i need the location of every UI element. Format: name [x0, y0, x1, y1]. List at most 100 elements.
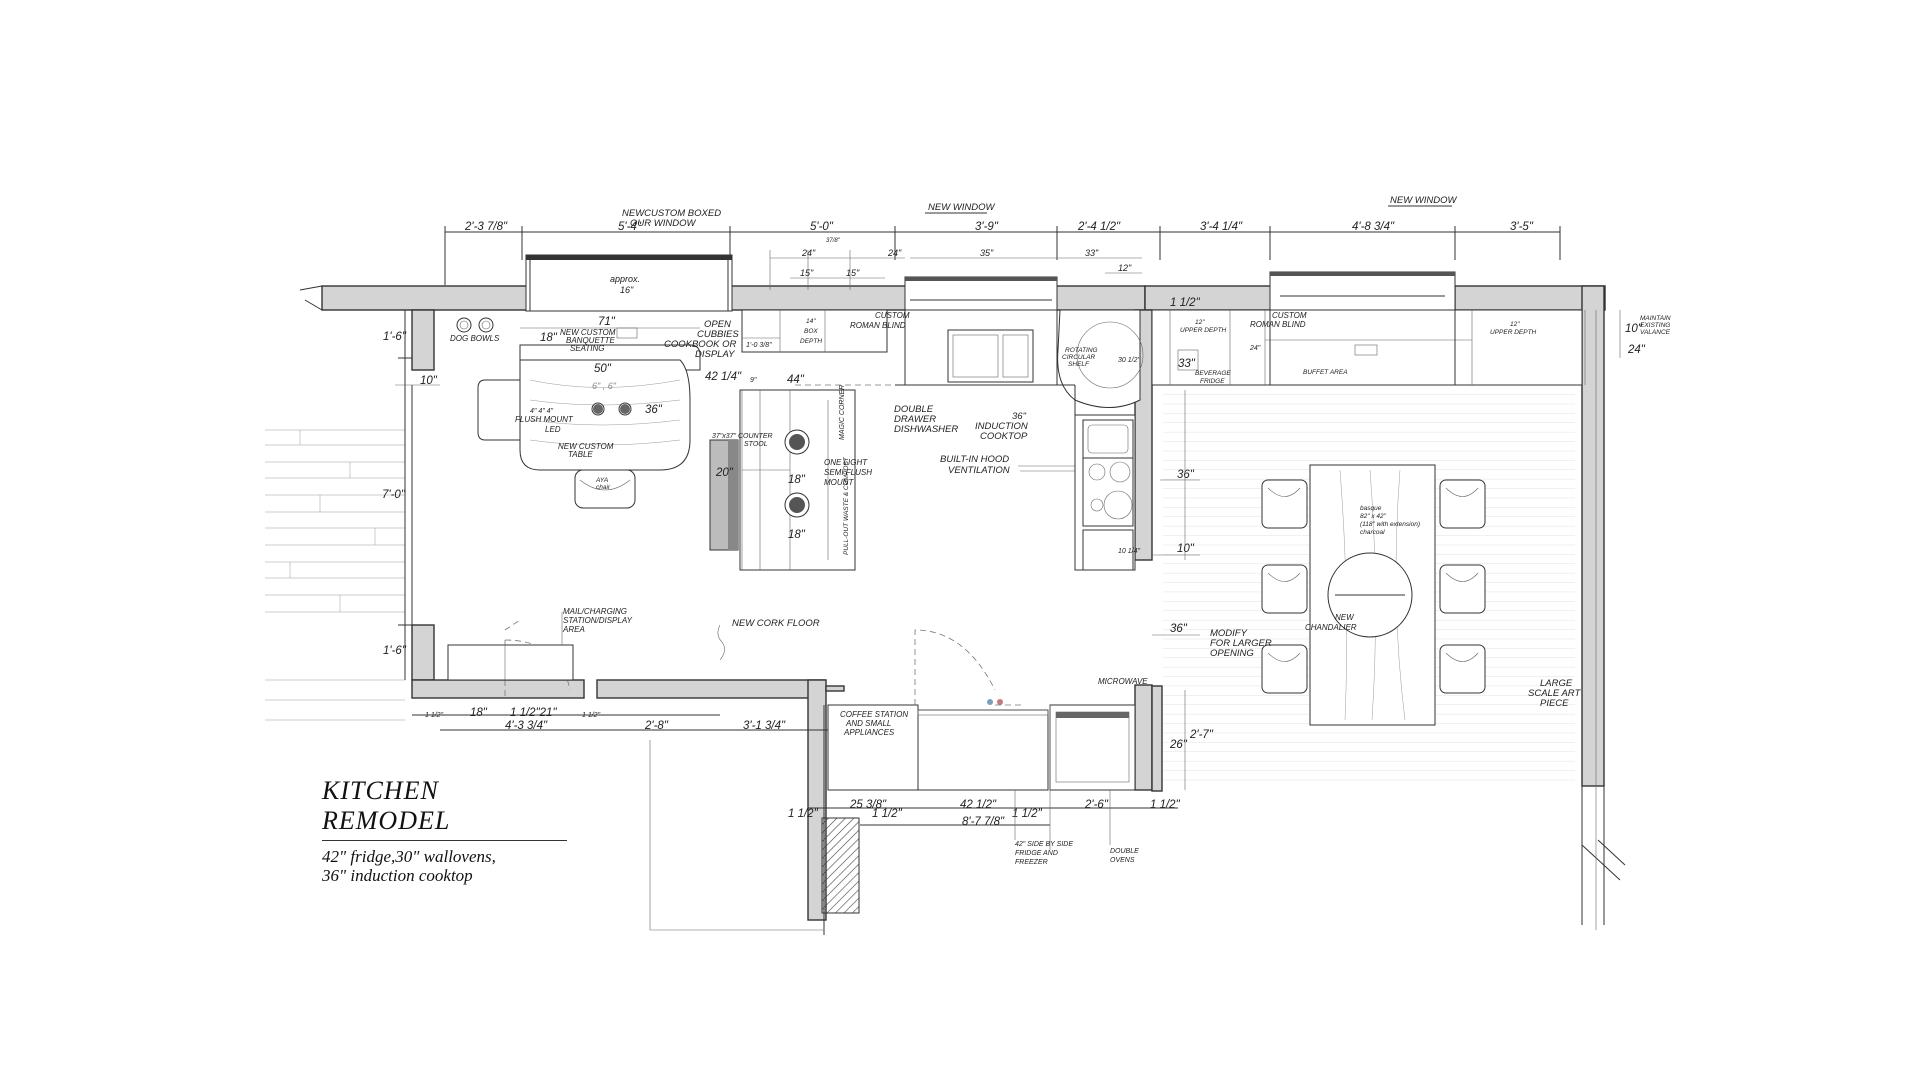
deck-boards — [265, 429, 405, 721]
roman-blind-label-b-2: ROMAN BLIND — [1250, 320, 1306, 329]
dim-1-12-e: 1 1/2" — [1012, 808, 1043, 820]
dishwasher-label-1: DOUBLE — [894, 404, 934, 415]
large-art-label-1: LARGE — [1540, 678, 1573, 689]
dim-30-12: 30 1/2" — [1118, 357, 1140, 364]
dishwasher-label-3: DISHWASHER — [894, 424, 958, 435]
fridge — [917, 709, 1049, 791]
upper-depth-label-a-1: 12" — [1195, 319, 1205, 326]
top-dim-2: 5'-4" — [618, 221, 642, 233]
dim-18-a: 18" — [540, 332, 558, 344]
cooktop — [1074, 414, 1136, 571]
custom-table-label-2: TABLE — [568, 450, 593, 459]
new-window-b — [1269, 271, 1456, 311]
dim-36-b: 36" — [1170, 623, 1188, 635]
approx-label: approx. — [610, 274, 640, 284]
valance-label-3: VALANCE — [1640, 329, 1671, 336]
dining-table-label-3: (118" with extension) — [1360, 521, 1420, 528]
coffee-station-label-2: AND SMALL — [845, 719, 891, 728]
dim-15-b: 15" — [846, 268, 860, 278]
hood-label-1: BUILT-IN HOOD — [940, 454, 1009, 465]
box-depth-label-1: 14" — [806, 318, 816, 325]
dim-71: 71" — [598, 316, 616, 328]
dim-16: 16" — [620, 285, 634, 295]
banquette-icon — [616, 327, 638, 339]
open-cubbies-label-4: DISPLAY — [695, 349, 735, 360]
top-dim-5: 2'-4 1/2" — [1077, 221, 1121, 233]
cooktop-label-2: INDUCTION — [975, 421, 1028, 432]
mail-station — [447, 644, 574, 681]
dim-10-14: 10 1/4" — [1118, 548, 1140, 555]
banquette-label-1: NEW CUSTOM — [560, 328, 616, 337]
dim-50: 50" — [594, 363, 612, 375]
drawing-subtitle-line-1: 42" fridge,30" wallovens, — [322, 847, 496, 866]
dim-6-6: 6" , 6" — [592, 381, 617, 391]
rotating-shelf-label-1: ROTATING — [1065, 347, 1098, 354]
banquette-label-2: BANQUETTE — [566, 336, 616, 345]
fridge-label-1: 42" SIDE BY SIDE — [1015, 841, 1073, 848]
large-art-label-3: PIECE — [1540, 698, 1569, 709]
sub-dimensions — [769, 250, 1142, 290]
bottom-dimensions — [412, 705, 1178, 935]
valance-label-1: MAINTAIN — [1640, 315, 1671, 322]
sink-counter — [795, 309, 1144, 420]
upper-depth-label-b-2: UPPER DEPTH — [1490, 329, 1537, 336]
boxed-window — [525, 254, 733, 312]
dim-1-12-top: 1 1/2" — [1170, 297, 1201, 309]
fridge-label-2: FRIDGE AND — [1015, 850, 1058, 857]
dim-2-6: 2'-6" — [1084, 799, 1109, 811]
dining-table-label-4: charcoal — [1360, 529, 1385, 536]
dim-36-cook: 36" — [1177, 469, 1195, 481]
buffet-label: BUFFET AREA — [1303, 369, 1348, 376]
banquette — [477, 344, 701, 509]
dim-26: 26" — [1169, 739, 1188, 751]
large-art-label-2: SCALE ART — [1528, 688, 1581, 699]
dim-36-a: 36" — [645, 404, 663, 416]
walls — [321, 285, 1626, 925]
top-dim-8: 3'-5" — [1510, 221, 1534, 233]
rotating-shelf-label-3: SHELF — [1068, 361, 1090, 368]
dim-1-12-b: 1 1/2" — [582, 712, 601, 719]
dim-18-c: 18" — [788, 529, 806, 541]
dim-33: 33" — [1085, 248, 1099, 258]
dim-18-d: 18" — [470, 707, 488, 719]
double-ovens — [1049, 704, 1136, 791]
ovens-label-2: OVENS — [1110, 857, 1135, 864]
dim-10-c: 10" — [1625, 323, 1643, 335]
aya-chair-label-2: chair — [596, 484, 611, 491]
island — [709, 309, 888, 571]
cooktop-label-1: 36" — [1012, 411, 1027, 422]
dim-1-12-a: 1 1/2" — [425, 712, 444, 719]
modify-opening-label-2: FOR LARGER — [1210, 638, 1272, 649]
coffee-station-label-3: APPLIANCES — [843, 728, 895, 737]
dim-10-b: 10" — [1177, 543, 1195, 555]
dim-4-3-34: 4'-3 3/4" — [505, 720, 548, 732]
dining-table-label-1: basque — [1360, 505, 1382, 512]
dim-1-0-38: 1'-0 3/8" — [746, 342, 772, 349]
dim-10-a: 10" — [420, 375, 438, 387]
chandelier-label-1: NEW — [1335, 613, 1355, 622]
box-depth-label-3: DEPTH — [800, 338, 822, 345]
roman-blind-label-a-2: ROMAN BLIND — [850, 321, 906, 330]
modify-opening-label-3: OPENING — [1210, 648, 1254, 659]
counter-stool-label-1: 37"x37" COUNTER — [712, 433, 773, 440]
dim-1-6-b: 1'-6" — [383, 645, 407, 657]
top-dim-6: 3'-4 1/4" — [1200, 221, 1243, 233]
dim-24-b: 24" — [887, 248, 902, 258]
open-cubbies-label-1: OPEN — [704, 319, 731, 330]
top-dim-3: 5'-0" — [810, 221, 834, 233]
one-light-label-1: ONE LIGHT — [824, 458, 868, 467]
boxed-window-label-1: NEWCUSTOM BOXED — [622, 208, 721, 219]
dim-12: 12" — [1118, 263, 1132, 273]
aya-chair-label-1: AYA — [595, 477, 608, 484]
cork-floor-label: NEW CORK FLOOR — [732, 618, 820, 629]
dim-35: 35" — [980, 248, 994, 258]
open-cubbies-label-3: COOKBOOK OR — [664, 339, 736, 350]
dim-42-14: 42 1/4" — [705, 371, 742, 383]
dim-1-12-c: 1 1/2" — [788, 808, 819, 820]
flush-mount-label-1: FLUSH MOUNT — [515, 415, 574, 424]
dim-24-d: 24" — [1627, 344, 1646, 356]
banquette-label-3: SEATING — [570, 344, 605, 353]
dim-15-a: 15" — [800, 268, 814, 278]
top-dim-7: 4'-8 3/4" — [1352, 221, 1395, 233]
